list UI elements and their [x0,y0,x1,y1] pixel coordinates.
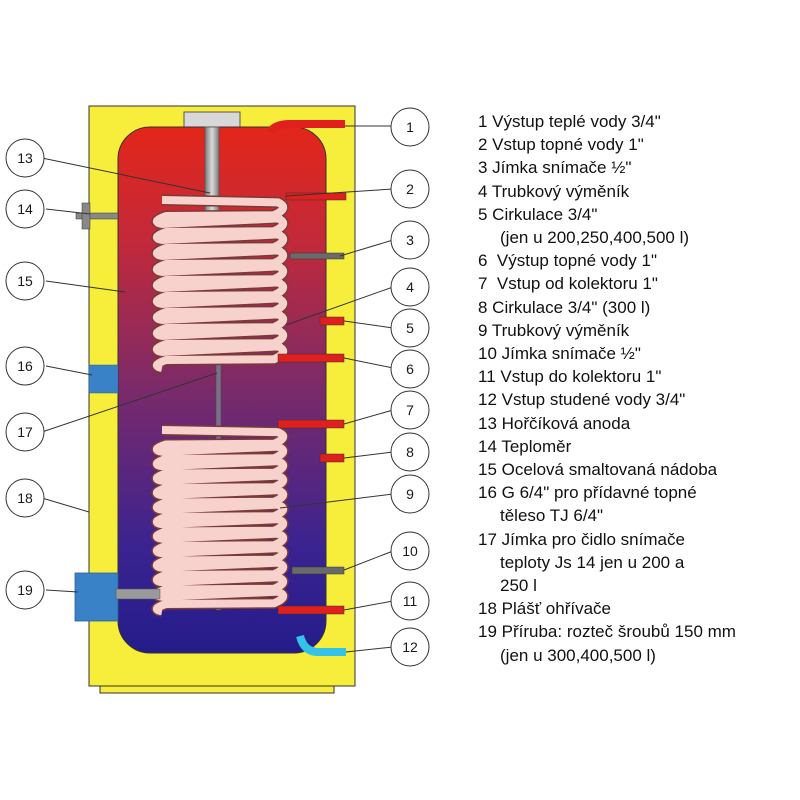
callout-6: 6 [390,349,430,389]
legend-item: 19 Příruba: rozteč šroubů 150 mm [478,622,736,642]
lower-heat-exchanger [151,424,289,617]
callout-12: 12 [390,627,430,667]
callout-4: 4 [390,267,430,307]
svg-text:18: 18 [17,490,33,506]
upper-heat-exchanger [151,194,289,374]
lower-coil-tube [152,426,288,616]
svg-text:5: 5 [406,320,414,336]
hot-water-outlet-pipe [266,120,345,135]
svg-text:8: 8 [406,444,414,460]
legend-item: 13 Hořčíková anoda [478,413,631,433]
svg-text:11: 11 [403,593,418,609]
flange [74,572,119,622]
callout-14: 14 [5,189,45,229]
callout-15: 15 [5,261,45,301]
legend-item: 18 Plášť ohřívače [478,599,612,619]
circulation-pipe-300 [319,453,345,463]
svg-text:13: 13 [17,150,33,166]
legend-item: 5 Cirkulace 3/4" [478,204,598,224]
anode-cap [183,111,241,129]
legend-item: 17 Jímka pro čidlo snímače [478,529,685,549]
legend-item: 3 Jímka snímače ½" [478,158,632,178]
sensor-pocket-lower [291,566,345,575]
svg-text:16: 16 [17,358,33,374]
callout-1: 1 [390,107,430,147]
legend-item: 1 Výstup teplé vody 3/4" [478,112,661,131]
legend-item: 14 Teploměr [478,436,572,456]
legend-item: 6 Výstup topné vody 1" [478,251,657,271]
svg-text:6: 6 [406,361,414,377]
legend-item-continuation: 250 l [500,576,537,596]
flange-bolt [115,588,161,600]
svg-text:1: 1 [406,119,414,135]
svg-text:9: 9 [406,486,414,502]
svg-text:19: 19 [17,582,33,598]
legend-item: 7 Vstup od kolektoru 1" [478,274,658,294]
auxiliary-heater-port [88,364,119,394]
svg-text:10: 10 [402,543,418,559]
callout-7: 7 [390,390,430,430]
parts-legend: 1 Výstup teplé vody 3/4" 2 Vstup topné v… [478,110,798,667]
svg-text:4: 4 [406,279,414,295]
legend-item: 12 Vstup studené vody 3/4" [478,390,686,410]
cold-water-inlet-pipe [296,634,346,656]
legend-item: 16 G 6/4" pro přídavné topné [478,483,697,503]
legend-item: 10 Jímka snímače ½" [478,344,641,364]
callout-18: 18 [5,478,45,518]
legend-item: 8 Cirkulace 3/4" (300 l) [478,297,651,317]
upper-coil-tube [152,196,288,372]
svg-text:7: 7 [406,402,414,418]
sensor-pocket-upper [289,252,345,260]
svg-text:3: 3 [406,232,414,248]
callout-9: 9 [390,474,430,514]
legend-item: 4 Trubkový výměník [478,181,630,201]
callout-5: 5 [390,308,430,348]
callout-19: 19 [5,570,45,610]
collector-inlet-pipe [277,419,345,429]
legend-item-continuation: (jen u 200,250,400,500 l) [500,228,690,248]
callout-10: 10 [390,531,430,571]
thermometer [75,212,119,220]
svg-text:12: 12 [402,639,418,655]
svg-text:2: 2 [406,181,414,197]
callout-13: 13 [5,138,45,178]
heating-outlet-pipe [277,353,345,363]
callout-2: 2 [390,169,430,209]
thermometer-head [81,202,91,230]
svg-text:17: 17 [17,424,33,440]
legend-item: 15 Ocelová smaltovaná nádoba [478,460,718,480]
callout-11: 11 [390,581,430,621]
callout-3: 3 [390,220,430,260]
legend-item: 2 Vstup topné vody 1" [478,135,644,155]
legend-item-continuation: teploty Js 14 jen u 200 a [500,552,685,572]
collector-outlet-pipe [277,605,345,615]
heater-base [99,685,335,694]
circulation-pipe [319,316,345,326]
legend-item: 9 Trubkový výměník [478,320,630,340]
legend-item-continuation: (jen u 300,400,500 l) [500,645,656,665]
callout-16: 16 [5,346,45,386]
svg-text:14: 14 [17,201,33,217]
legend-item: 11 Vstup do kolektoru 1" [478,367,662,387]
heating-inlet-pipe [285,192,347,201]
callout-8: 8 [390,432,430,472]
leader-lines [41,125,394,653]
svg-text:15: 15 [17,273,33,289]
legend-item-continuation: těleso TJ 6/4" [500,506,604,526]
callout-17: 17 [5,412,45,452]
